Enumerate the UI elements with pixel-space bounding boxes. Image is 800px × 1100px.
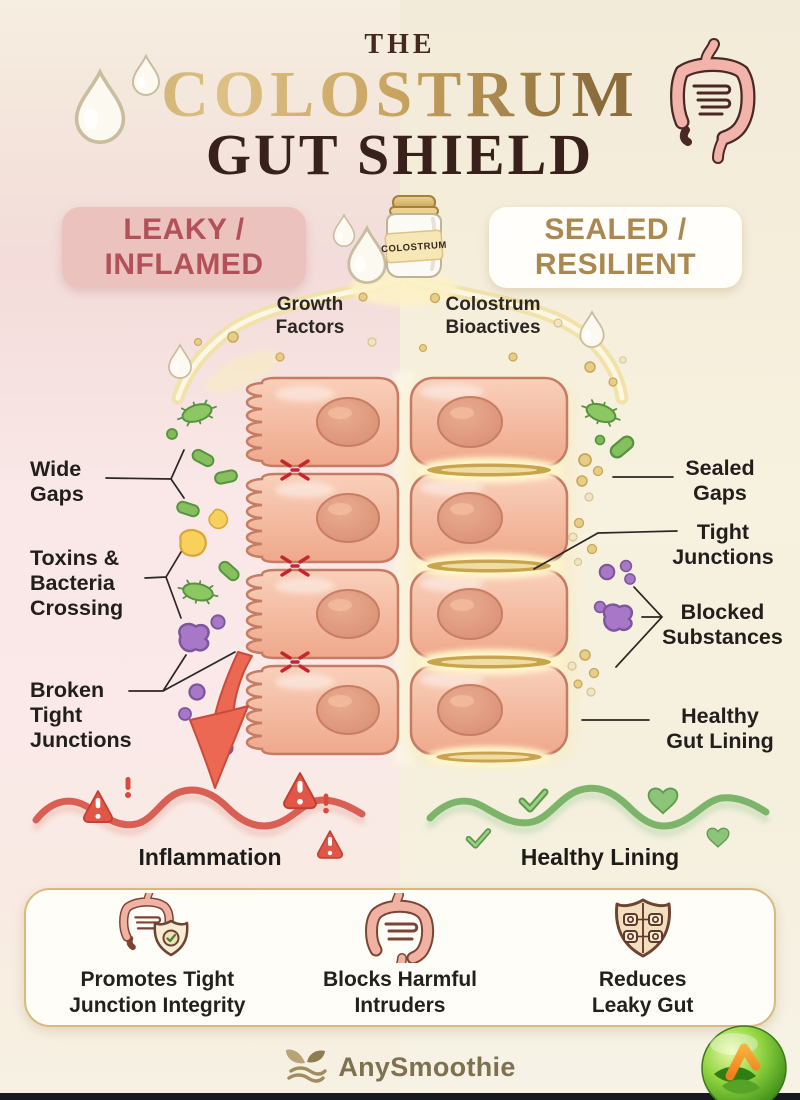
benefit-label: Reduces Leaky Gut [591, 968, 694, 1017]
colostrum-bioactives-label: Colostrum Bioactives [445, 294, 541, 338]
benefits-card: Promotes Tight Junction Integrity [24, 888, 776, 1027]
benefit-item: Blocks Harmful Intruders [280, 893, 520, 1017]
annotation-wide-gaps: Wide Gaps [30, 457, 84, 506]
benefit-label: Promotes Tight Junction Integrity [69, 968, 246, 1017]
leader-lines [105, 449, 678, 721]
annotation-blocked-substances: Blocked Substances [662, 600, 783, 649]
leaky-inflamed-badge: LEAKY / INFLAMED [62, 207, 306, 288]
growth-factors-label: Growth Factors [275, 294, 345, 338]
healthy-wave [426, 784, 770, 837]
brand-name: AnySmoothie [338, 1051, 516, 1082]
inflammation-label: Inflammation [138, 844, 282, 870]
annotation-healthy-gut-lining: Healthy Gut Lining [666, 704, 774, 753]
app-sphere-logo [701, 1025, 787, 1100]
svg-text:COLOSTRUM: COLOSTRUM [381, 240, 447, 256]
bottom-bar [0, 1093, 800, 1100]
colostrum-stream-right [404, 273, 629, 405]
cell-sheens [275, 384, 484, 690]
shield-cells-icon [614, 898, 671, 958]
healthy-lining-label: Healthy Lining [520, 844, 680, 870]
benefit-item: Reduces Leaky Gut [523, 893, 763, 1017]
nuclei-highlights [328, 407, 474, 707]
intestine-shield-check-icon [119, 893, 189, 957]
annotation-toxins-bacteria-crossing: Toxins & Bacteria Crossing [30, 546, 124, 620]
title-subtitle: GUT SHIELD [205, 122, 595, 187]
annotation-sealed-gaps: Sealed Gaps [685, 456, 755, 505]
annotation-broken-tight-junctions: Broken Tight Junctions [30, 678, 132, 752]
colostrum-jar: COLOSTRUM [381, 195, 447, 278]
footer: AnySmoothie [0, 1048, 800, 1086]
annotation-tight-junctions: Tight Junctions [672, 520, 774, 569]
page-title: COLOSTRUM [0, 62, 800, 128]
intestine-icon [364, 893, 435, 964]
benefit-item: Promotes Tight Junction Integrity [37, 893, 277, 1017]
left-glow [205, 350, 279, 394]
jar-label: COLOSTRUM [381, 229, 447, 264]
intestine-icon [670, 38, 756, 164]
brand-leaf-icon [286, 1049, 328, 1083]
title-pretitle: THE [364, 29, 436, 60]
sealed-resilient-badge: SEALED / RESILIENT [489, 207, 742, 288]
leak-arrow-icon [189, 651, 253, 789]
benefit-label: Blocks Harmful Intruders [322, 968, 477, 1017]
sealed-side-blocked-particles [567, 394, 637, 697]
